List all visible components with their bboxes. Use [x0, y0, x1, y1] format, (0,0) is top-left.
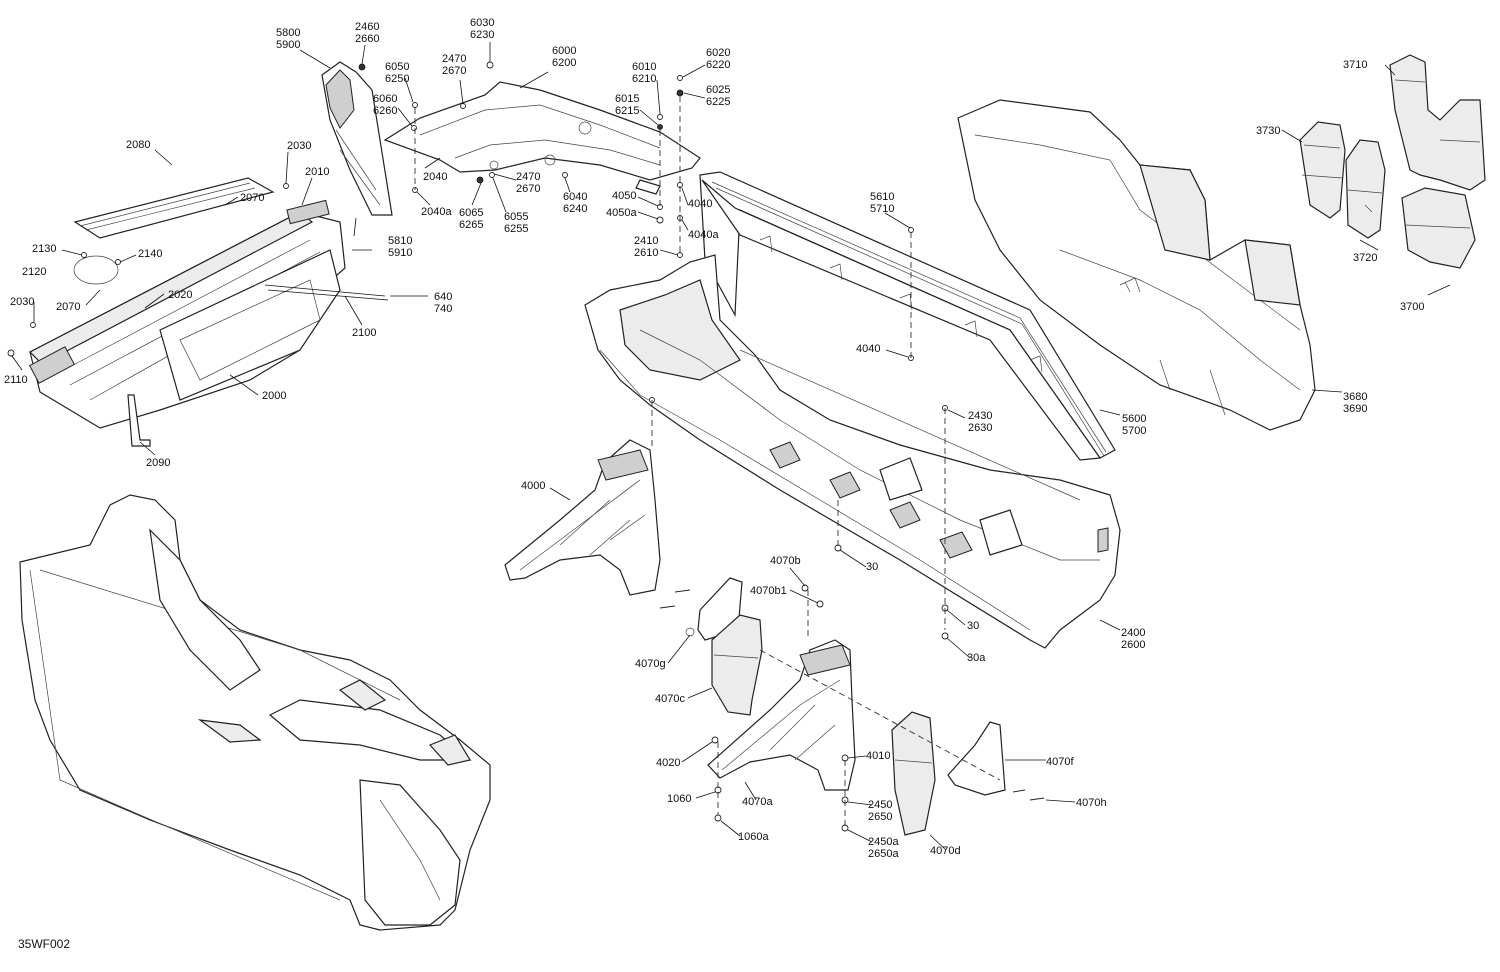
diagram-reference-id: 35WF002: [18, 937, 71, 951]
callout-30c: 30a: [967, 652, 986, 664]
cushion-block-right: [891, 711, 936, 836]
callout-4050: 4050: [612, 190, 636, 202]
callout-2130: 2130: [32, 243, 56, 255]
callout-2020: 2020: [168, 289, 192, 301]
cushion-3730: [1299, 121, 1346, 219]
callout-1060: 1060: [667, 793, 691, 805]
alignment-lines: [414, 96, 1001, 826]
callout-2000: 2000: [262, 390, 286, 402]
callout-4070h: 4070h: [1076, 797, 1107, 809]
callout-2030b: 2030: [10, 296, 34, 308]
support-bracket-lower: [707, 639, 856, 791]
cushion-3710: [1389, 54, 1486, 191]
callout-3710: 3710: [1343, 59, 1367, 71]
callout-4010: 4010: [866, 750, 890, 762]
callout-2100: 2100: [352, 327, 376, 339]
callout-2120: 2120: [22, 266, 46, 278]
callout-2070b: 2070: [56, 301, 80, 313]
grab-handle: [321, 61, 393, 237]
callout-30a: 30: [866, 561, 878, 573]
callout-4070b1: 4070b1: [750, 585, 787, 597]
callout-4070d: 4070d: [930, 845, 961, 857]
cushion-3700: [1401, 187, 1476, 269]
rear-storage-frame: [28, 177, 389, 447]
storage-tub: [584, 254, 1121, 649]
callout-4070b: 4070b: [770, 555, 801, 567]
callout-1060a: 1060a: [738, 831, 769, 843]
callout-4070f: 4070f: [1046, 756, 1074, 768]
callout-2040: 2040: [423, 171, 447, 183]
side-plate: [947, 721, 1006, 796]
callout-2010: 2010: [305, 166, 329, 178]
callout-4040a: 4040: [688, 198, 712, 210]
callout-2140: 2140: [138, 248, 162, 260]
callout-2080: 2080: [126, 139, 150, 151]
callout-3700: 3700: [1400, 301, 1424, 313]
callout-2110: 2110: [4, 374, 28, 386]
leader-lines: [11, 42, 1451, 851]
cushion-block-left: [711, 614, 763, 716]
callout-4070c: 4070c: [655, 693, 685, 705]
floor-liner: [957, 99, 1316, 431]
cushion-3720: [1345, 139, 1386, 239]
callout-4000: 4000: [521, 480, 545, 492]
callout-3730: 3730: [1256, 125, 1280, 137]
callout-4040c: 4040: [856, 343, 880, 355]
hardware: [7, 61, 1045, 832]
callout-4020: 4020: [656, 757, 680, 769]
callout-4070a: 4070a: [742, 796, 773, 808]
callout-2070a: 2070: [240, 192, 264, 204]
callout-2040a: 2040a: [421, 206, 452, 218]
side-wall-liner: [699, 171, 1116, 461]
callout-3720: 3720: [1353, 252, 1377, 264]
side-body-panel: [19, 494, 491, 931]
callout-4050a: 4050a: [606, 207, 637, 219]
callout-2030a: 2030: [287, 140, 311, 152]
support-bracket-upper: [504, 439, 661, 596]
callout-2090: 2090: [146, 457, 170, 469]
cushions: [1299, 54, 1486, 269]
callout-4070g: 4070g: [635, 658, 666, 670]
callout-4040b: 4040a: [688, 229, 719, 241]
callout-30b: 30: [967, 620, 979, 632]
